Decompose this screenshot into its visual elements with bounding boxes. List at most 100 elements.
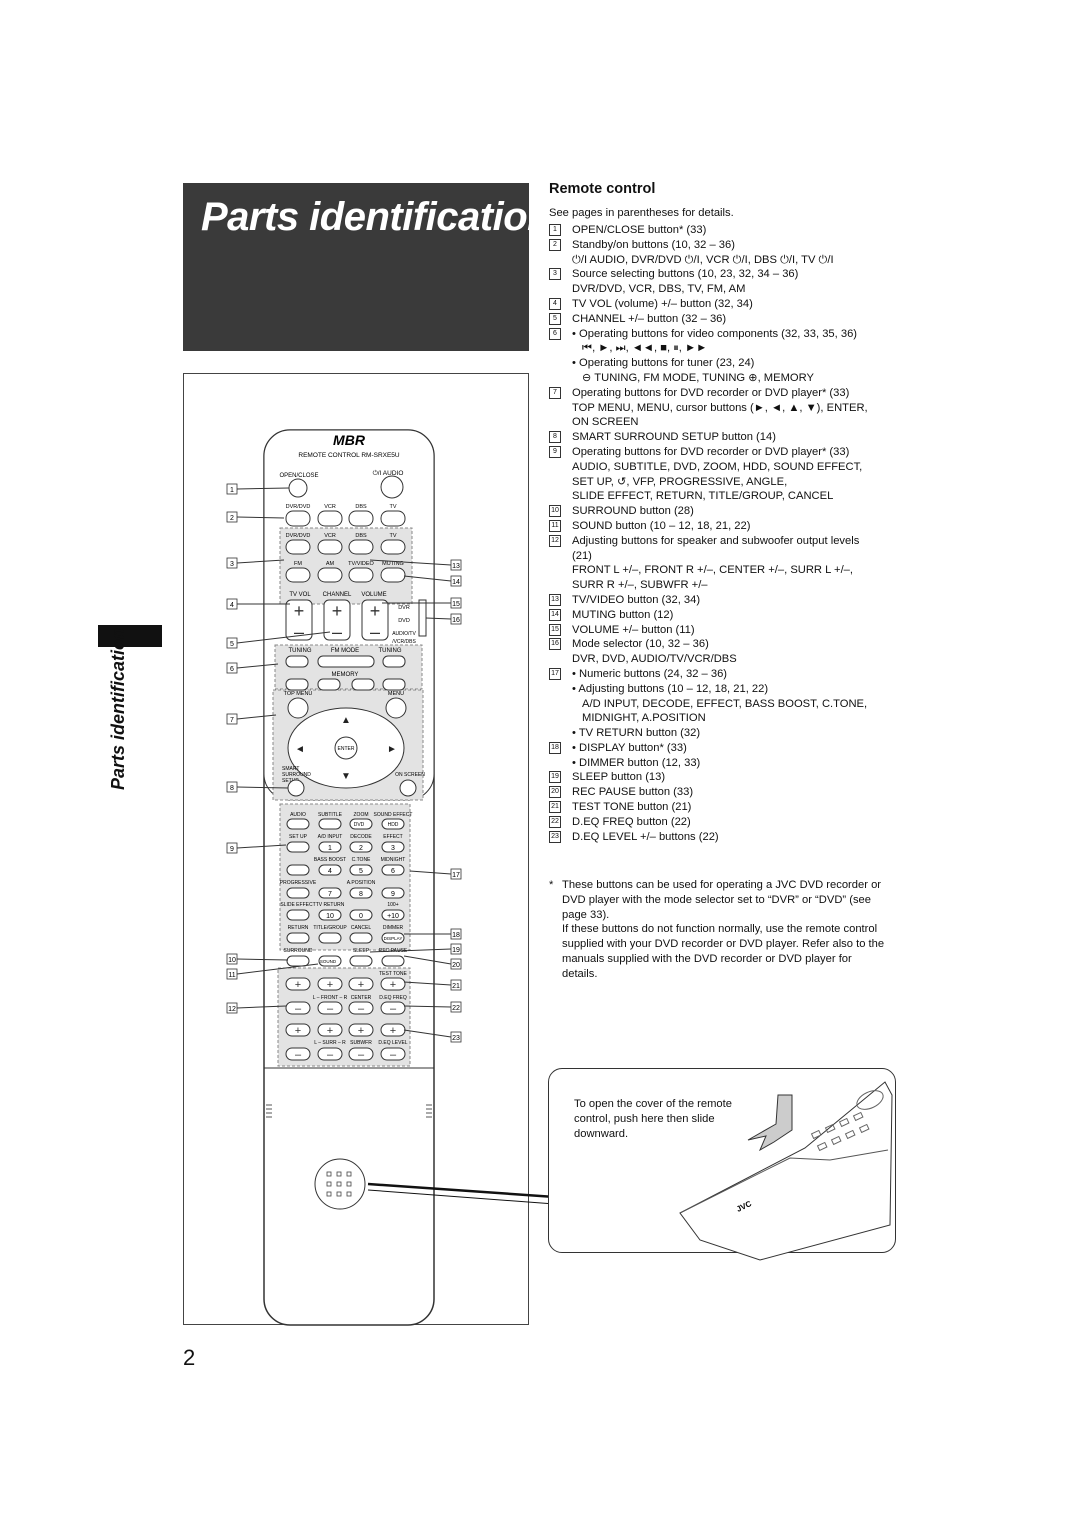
svg-text:DVR/DVD: DVR/DVD xyxy=(286,504,311,510)
svg-text:L – SURR – R: L – SURR – R xyxy=(314,1040,346,1046)
keypad-label: 3 xyxy=(391,845,395,852)
item-number: 15 xyxy=(549,623,561,636)
svg-text:D.EQ FREQ: D.EQ FREQ xyxy=(379,995,407,1001)
remote-small-button xyxy=(286,932,310,944)
svg-text:▲: ▲ xyxy=(341,715,351,726)
svg-text:SLIDE EFFECT: SLIDE EFFECT xyxy=(280,902,315,908)
item-number: 21 xyxy=(549,801,561,814)
side-tab xyxy=(98,625,162,647)
title-block: Parts identification xyxy=(183,183,552,351)
remote-small-button xyxy=(349,932,373,944)
svg-text:TV/VIDEO: TV/VIDEO xyxy=(348,561,374,567)
item-text: CHANNEL +/– button (32 – 36) xyxy=(572,312,727,325)
item-continuation: DVR/DVD, VCR, DBS, TV, FM, AM xyxy=(572,283,746,296)
svg-text:PROGRESSIVE: PROGRESSIVE xyxy=(280,880,317,886)
remote-perspective xyxy=(679,1081,893,1261)
callout-number: 17 xyxy=(452,872,460,879)
svg-text:►: ► xyxy=(387,744,397,755)
callout-leader xyxy=(403,1005,452,1008)
svg-text:L – FRONT – R: L – FRONT – R xyxy=(313,995,348,1001)
svg-text:FM: FM xyxy=(294,561,302,567)
remote-small-button xyxy=(381,864,405,876)
callout-leader xyxy=(236,559,285,564)
item-text: Operating buttons for DVD recorder or DV… xyxy=(572,386,850,399)
item-text: REC PAUSE button (33) xyxy=(572,786,694,799)
callout-leader xyxy=(403,1029,452,1038)
remote-small-button xyxy=(286,909,310,921)
level-button-sign: + xyxy=(390,979,396,991)
svg-text:DVD: DVD xyxy=(398,618,410,624)
item-continuation: ⏻/I AUDIO, DVR/DVD ⏻/I, VCR ⏻/I, DBS ⏻/I… xyxy=(572,253,834,266)
svg-text:VCR: VCR xyxy=(324,533,336,539)
callout-number: 19 xyxy=(452,947,460,954)
level-button xyxy=(285,1001,311,1015)
parts-list-item: 18• DISPLAY button* (33) xyxy=(549,741,889,756)
item-continuation: SURR R +/–, SUBWFR +/– xyxy=(572,579,708,592)
svg-text:ON SCREEN: ON SCREEN xyxy=(395,772,425,778)
svg-text:+: + xyxy=(370,601,381,621)
callout-number: 4 xyxy=(230,602,234,609)
svg-text:SMART: SMART xyxy=(282,766,299,772)
remote-small-button xyxy=(349,864,373,876)
callout-number: 10 xyxy=(228,957,236,964)
remote-small-button xyxy=(381,887,405,899)
keypad-label: 8 xyxy=(359,891,363,898)
svg-text:MENU: MENU xyxy=(388,691,404,697)
svg-text:TV RETURN: TV RETURN xyxy=(316,902,345,908)
keypad-label: 9 xyxy=(391,891,395,898)
remote-small-button xyxy=(318,932,342,944)
item-continuation: AUDIO, SUBTITLE, DVD, ZOOM, HDD, SOUND E… xyxy=(572,460,863,473)
item-continuation: SLIDE EFFECT, RETURN, TITLE/GROUP, CANCE… xyxy=(572,490,834,503)
item-continuation: • Adjusting buttons (10 – 12, 18, 21, 22… xyxy=(572,682,769,695)
level-button-sign: – xyxy=(358,1049,365,1061)
remote-small-button xyxy=(349,909,373,921)
item-number: 5 xyxy=(549,312,561,325)
svg-text:D.EQ LEVEL: D.EQ LEVEL xyxy=(378,1040,407,1046)
level-button-sign: + xyxy=(390,1025,396,1037)
svg-text:SURROUND: SURROUND xyxy=(282,772,311,778)
item-text: Source selecting buttons (10, 23, 32, 34… xyxy=(572,268,799,281)
keypad-label: 6 xyxy=(391,868,395,875)
callout-number: 20 xyxy=(452,962,460,969)
remote-small-button xyxy=(318,887,342,899)
svg-text:A.POSITION: A.POSITION xyxy=(347,880,376,886)
callout-leader xyxy=(236,963,319,975)
callout-leader xyxy=(236,714,277,720)
item-number: 17 xyxy=(549,667,561,680)
item-number: 3 xyxy=(549,268,561,281)
item-text: TV/VIDEO button (32, 34) xyxy=(572,593,701,606)
remote-small-button xyxy=(318,864,342,876)
page-title: Parts identification xyxy=(201,195,552,239)
svg-text:TV: TV xyxy=(389,533,396,539)
callout-number: 22 xyxy=(452,1005,460,1012)
item-text: VOLUME +/– button (11) xyxy=(572,623,695,636)
level-button-sign: + xyxy=(295,1025,301,1037)
callout-number: 8 xyxy=(230,785,234,792)
callout-number: 23 xyxy=(452,1035,460,1042)
item-number: 18 xyxy=(549,741,561,754)
parts-list-item: 15 VOLUME +/– button (11) xyxy=(549,623,889,638)
callout-number: 16 xyxy=(452,617,460,624)
remote-small-button xyxy=(318,909,342,921)
level-button-sign: + xyxy=(358,1025,364,1037)
level-button-sign: + xyxy=(295,979,301,991)
parts-list-item: 20 REC PAUSE button (33) xyxy=(549,785,889,800)
level-button xyxy=(285,977,311,991)
item-number: 23 xyxy=(549,830,561,843)
item-number: 2 xyxy=(549,238,561,251)
level-button-sign: + xyxy=(327,979,333,991)
remote-small-button xyxy=(286,887,310,899)
item-text: Mode selector (10, 32 – 36) xyxy=(572,638,709,651)
push-dot xyxy=(336,1181,342,1187)
svg-text:A/D INPUT: A/D INPUT xyxy=(318,834,343,840)
remote-small-button xyxy=(318,955,342,967)
slide-arrow xyxy=(747,1094,793,1152)
item-number: 20 xyxy=(549,786,561,799)
svg-text:ZOOM: ZOOM xyxy=(354,812,369,818)
keypad-label: 1 xyxy=(328,845,332,852)
item-number: 7 xyxy=(549,386,561,399)
remote-small-button xyxy=(286,841,310,853)
